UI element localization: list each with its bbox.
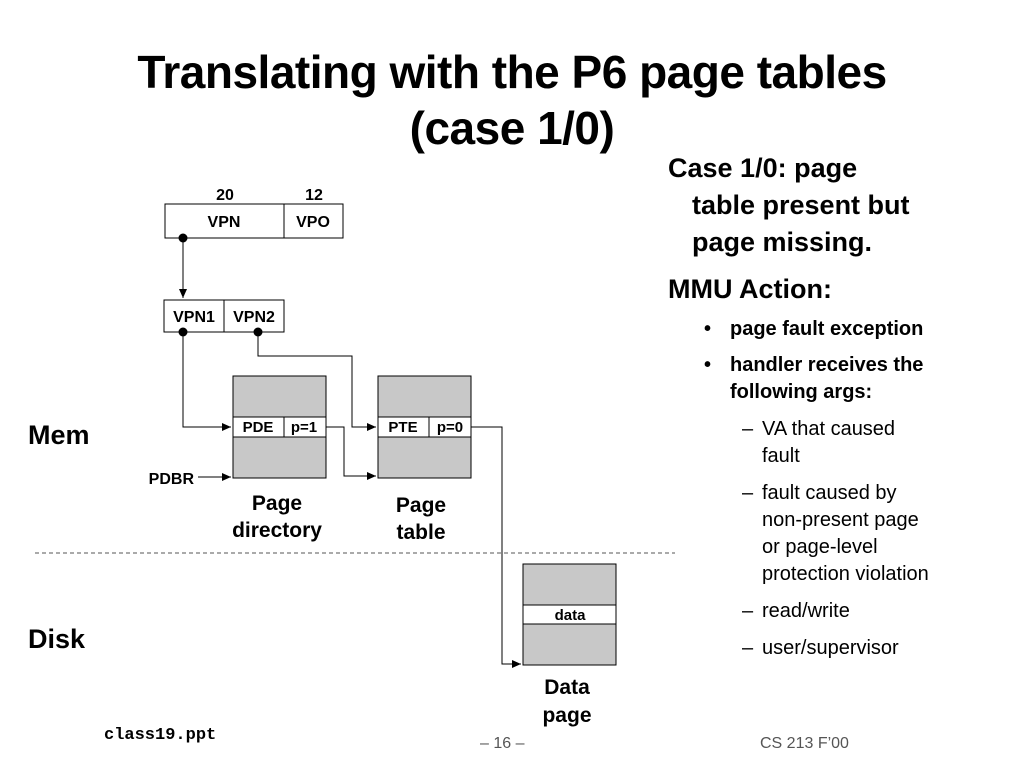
page-directory-box [232,375,327,479]
bullet-handler: • handler receives the following args: [668,352,1013,406]
bullet-dot: • [704,318,712,340]
pdbr-label: PDBR [149,471,195,488]
sub-dash: – [742,600,754,622]
sub-va-line-1: VA that caused [762,418,896,440]
bullet-handler-line-1: handler receives the [730,354,924,376]
bullet-handler-line-2: following args: [730,381,873,403]
sub-user-supervisor: – user/supervisor [668,635,1013,662]
sub-va-line-2: fault [762,445,800,467]
sub-user-supervisor-text: user/supervisor [762,637,899,659]
case-heading: Case 1/0: page table present but page mi… [668,150,1013,261]
pte-to-data-page-arrow [471,426,521,668]
sub-dash: – [742,482,754,504]
vpn2-to-pte-arrow [257,332,376,431]
data-page-box [522,563,617,666]
vpn-label: VPN [208,214,241,231]
explanation-panel: Case 1/0: page table present but page mi… [668,150,1013,662]
page-directory-caption-2: directory [232,519,322,542]
sub-read-write: – read/write [668,598,1013,625]
page-directory-caption-1: Page [252,492,302,515]
data-page-caption-1: Data [544,676,590,699]
pte-present-label: p=0 [437,419,463,436]
pde-present-label: p=1 [291,419,317,436]
slide-title-line1: Translating with the P6 page tables [137,46,887,98]
pte-label: PTE [388,419,417,436]
bullet-page-fault-text: page fault exception [730,318,924,340]
sub-dash: – [742,637,754,659]
pde-to-page-table-arrow [326,426,376,480]
case-line-3: page missing. [692,227,873,257]
pde-label: PDE [243,419,274,436]
data-label: data [555,607,587,624]
mem-label: Mem [28,420,90,450]
vpn2-label: VPN2 [233,309,275,326]
vpo-bits-label: 12 [305,187,323,204]
page-table-box [377,375,472,479]
bullet-page-fault: • page fault exception [668,316,1013,343]
sub-fault-line-2: non-present page [762,509,919,531]
case-line-2: table present but [692,190,910,220]
sub-dash: – [742,418,754,440]
sub-fault-line-1: fault caused by [762,482,897,504]
page-table-caption-1: Page [396,494,446,517]
vpo-label: VPO [296,214,330,231]
sub-va: – VA that caused fault [668,416,1013,470]
footer-course: CS 213 F’00 [760,735,849,752]
bullet-dot: • [704,354,712,376]
sub-fault-line-3: or page-level [762,536,878,558]
footer-page-number: – 16 – [480,735,525,752]
data-page-caption-2: page [542,704,591,727]
mmu-action-heading: MMU Action: [668,274,832,304]
vpn1-to-pde-arrow [182,332,231,431]
virtual-address-box [164,203,344,239]
vpn1-vpn2-box [163,299,285,333]
sub-fault-cause: – fault caused by non-present page or pa… [668,480,1013,588]
slide-title-line2: (case 1/0) [409,102,615,154]
vpn-bits-label: 20 [216,187,234,204]
page-table-caption-2: table [396,521,445,544]
disk-label: Disk [28,624,86,654]
sub-fault-line-4: protection violation [762,563,929,585]
vpn1-label: VPN1 [173,309,215,326]
sub-read-write-text: read/write [762,600,850,622]
footer-filename: class19.ppt [104,726,217,745]
case-line-1: Case 1/0: page [668,153,858,183]
